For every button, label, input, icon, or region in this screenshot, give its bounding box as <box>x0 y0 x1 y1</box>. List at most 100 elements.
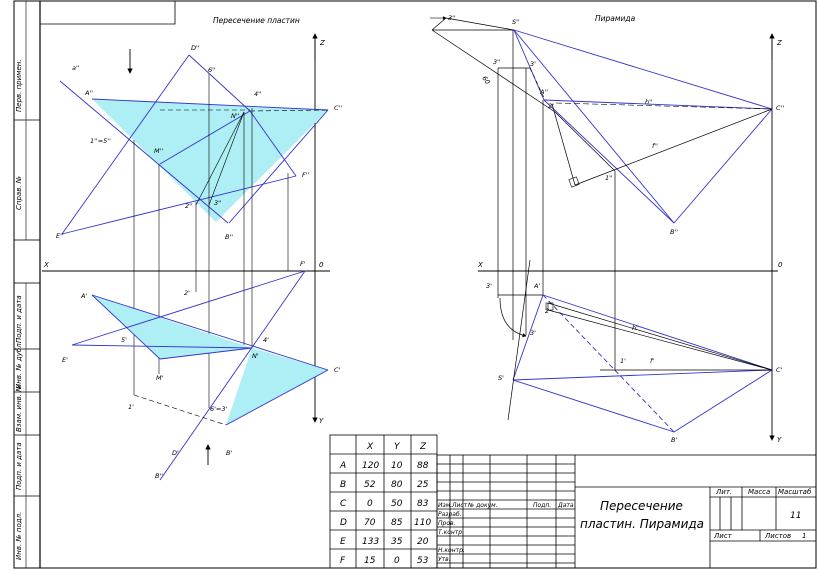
right-axis-origin: 0 <box>778 261 783 269</box>
label-C2-pyr: C'' <box>776 104 784 112</box>
label-22: 2'' <box>185 202 193 210</box>
coord-row-c-z: 83 <box>417 499 429 509</box>
coord-row-e-name: E <box>340 537 346 547</box>
label-A1-pyr: A' <box>533 282 540 290</box>
tb-lit: Лит. <box>715 488 732 496</box>
tb-sheets-value: 1 <box>802 532 806 540</box>
label-S3-top: 3'' <box>448 14 456 22</box>
coord-row-b-name: B <box>340 480 346 490</box>
side-stamp-cell-1: Перв. примен. <box>15 59 23 112</box>
left-axis-y: Y <box>319 417 324 425</box>
pyramid-top-labels: 3' A' 2 h' 3' 1' f' C' S' B' <box>486 282 783 444</box>
tb-scale: Масштаб <box>778 488 812 496</box>
label-21: 2' <box>184 289 190 297</box>
tb-role-utv: Утв. <box>438 556 451 563</box>
side-stamp: Перв. примен. Справ. № Подп. и дата Инв.… <box>15 59 23 560</box>
label-C1-pyr: C' <box>776 366 783 374</box>
label-62: 6'' <box>208 66 216 74</box>
left-top-labels: F' A' 2' 4' 5' N' C' E' M' 1' 6'=3' D' B… <box>62 260 341 480</box>
coord-row-e-x: 133 <box>362 537 379 547</box>
coord-row-e-y: 35 <box>391 537 403 547</box>
label-h2: h'' <box>645 98 653 106</box>
tb-col-data: Дата <box>557 502 574 509</box>
left-front-view <box>59 54 329 408</box>
coord-row-d-x: 70 <box>364 518 376 528</box>
label-a-line: a'' <box>72 64 80 72</box>
tb-col-podp: Подп. <box>533 502 551 509</box>
tb-role-tkontr: Т.контр. <box>438 529 464 536</box>
label-D2: D'' <box>191 44 200 52</box>
label-2-top: 2 <box>545 307 549 315</box>
tb-col-izm: Изм. <box>438 502 452 509</box>
label-E2: E'' <box>56 232 64 240</box>
tb-scale-value: 11 <box>790 511 801 521</box>
label-A2-pyr: A'' <box>539 88 548 96</box>
left-axes <box>42 33 330 465</box>
side-stamp-cell-3: Подп. и дата <box>15 295 23 343</box>
coord-row-d-name: D <box>340 518 347 528</box>
label-3-1: 3' <box>530 60 536 68</box>
pyramid-front-labels: 3'' S'' 3' 3'' 60 A'' 2' h'' C'' f'' 1''… <box>448 14 784 236</box>
left-top-view <box>71 270 329 481</box>
coord-row-d-y: 85 <box>391 518 403 528</box>
left-front-labels: a'' A'' D'' 6'' 4'' N'' C'' 1''=5'' M'' … <box>56 44 342 241</box>
right-axes <box>478 33 778 441</box>
left-view-title: Пересечение пластин <box>213 16 300 25</box>
label-N2: N'' <box>231 112 240 120</box>
tb-role-nkontr: Н.контр. <box>438 547 465 554</box>
title-block-text: Изм. Лист № докум. Подп. Дата Разраб. Пр… <box>438 488 812 563</box>
label-f1: f' <box>650 357 654 365</box>
label-D1: D' <box>172 449 179 457</box>
label-M1: M' <box>156 374 164 382</box>
tb-role-prov: Пров. <box>438 520 456 527</box>
label-6-3: 6'=3' <box>210 405 228 413</box>
coord-row-a-x: 120 <box>362 461 379 471</box>
label-f2: f'' <box>652 142 658 150</box>
label-B1: B' <box>226 449 232 457</box>
side-stamp-cell-6: Подп. и дата <box>15 442 23 490</box>
plate-abc-top-fill <box>92 295 252 359</box>
label-B1-pyr: B' <box>671 436 677 444</box>
tb-sheets: Листов <box>764 532 791 540</box>
label-F1: F' <box>300 260 306 268</box>
label-B2: B'' <box>225 233 233 241</box>
coord-header-x: X <box>366 442 374 452</box>
coord-row-c-x: 0 <box>367 499 373 509</box>
label-1-pyr: 1'' <box>605 174 613 182</box>
left-axis-origin: 0 <box>319 261 324 269</box>
label-B2-pyr: B'' <box>670 228 678 236</box>
coord-row-f-z: 53 <box>417 556 429 566</box>
coord-row-f-x: 15 <box>364 556 376 566</box>
coord-header-z: Z <box>419 442 427 452</box>
label-11: 1' <box>128 403 134 411</box>
left-axis-z: Z <box>319 39 325 47</box>
coord-row-a-z: 88 <box>417 461 429 471</box>
label-42: 4'' <box>254 90 262 98</box>
label-C2: C'' <box>334 104 342 112</box>
plate-abc-top-lower-fill <box>226 348 328 425</box>
coord-row-b-y: 80 <box>391 480 403 490</box>
label-dim-60: 60 <box>480 75 491 86</box>
label-11-pyr: 1' <box>620 357 626 365</box>
label-51: 5' <box>121 336 127 344</box>
right-axis-x: X <box>477 261 483 269</box>
tb-col-docum: № докум. <box>467 502 498 509</box>
side-stamp-cell-4: Инв. № дубл. <box>15 341 23 389</box>
tb-sheet: Лист <box>713 532 733 540</box>
label-C1: C' <box>334 366 341 374</box>
coord-row-f-y: 0 <box>394 556 400 566</box>
right-view-title: Пирамида <box>595 14 636 23</box>
pyramid-front-view <box>430 16 773 370</box>
left-axis-x: X <box>43 261 49 269</box>
label-2-pyr: 2' <box>548 102 554 110</box>
tb-title-line2: пластин. Пирамида <box>580 517 704 531</box>
label-E1: E' <box>62 356 68 364</box>
coord-row-c-y: 50 <box>391 499 403 509</box>
label-B2-bottom: B'' <box>155 472 163 480</box>
label-M2: M'' <box>154 147 163 155</box>
label-32: 3'' <box>214 199 222 207</box>
coord-table-text: X Y Z A 120 10 88 B 52 80 25 C 0 50 83 D… <box>339 442 431 566</box>
title-block <box>436 454 817 569</box>
tb-role-razrab: Разраб. <box>438 511 462 518</box>
